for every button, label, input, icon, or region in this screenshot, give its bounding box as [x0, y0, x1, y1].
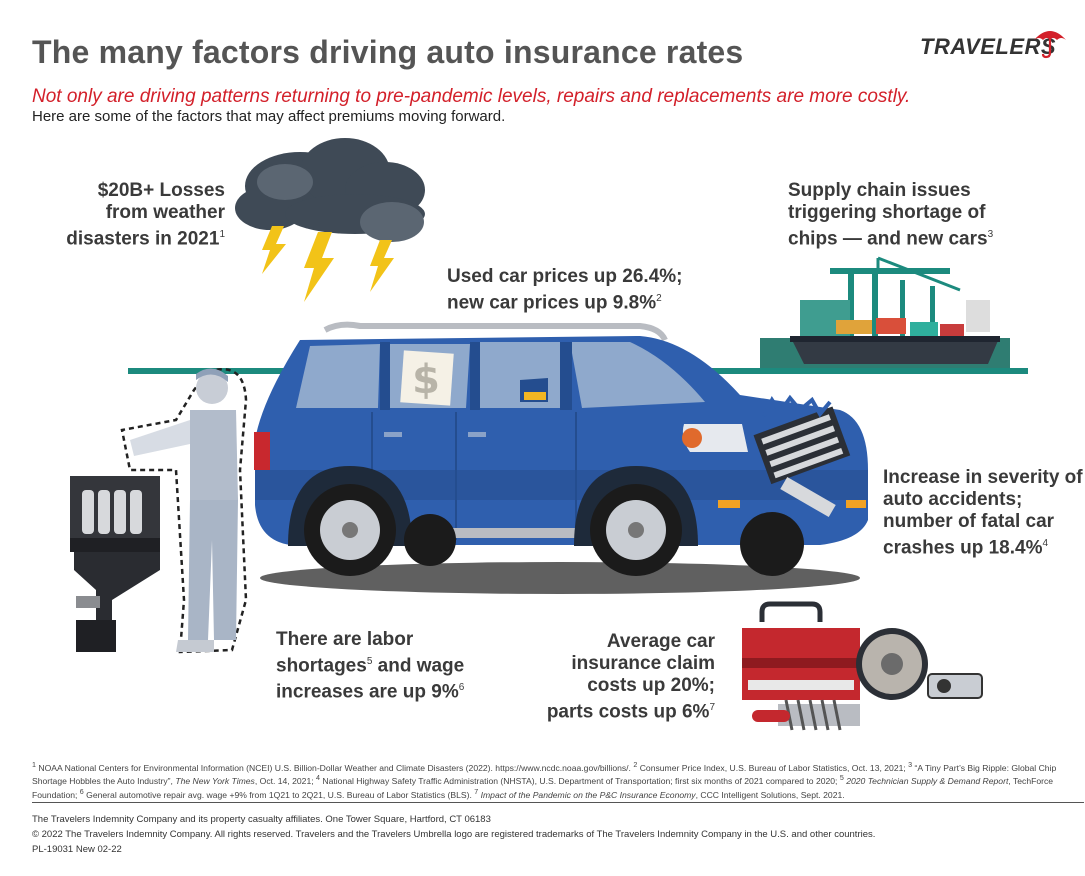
factor-car-prices: Used car prices up 26.4%; new car prices… [447, 266, 707, 314]
factor-claims-text: Average car insurance claim costs up 20%… [546, 631, 715, 723]
factor-chips-text: Supply chain issues triggering shortage … [788, 180, 988, 250]
footnote-ref-2: 2 [656, 293, 662, 304]
footnote-ref-3: 3 [987, 229, 994, 240]
factor-accident-severity: Increase in severity of auto accidents; … [883, 467, 1083, 559]
factor-weather-text: $20B+ Losses from weather disasters in 2… [66, 180, 225, 250]
footnote-text: , TechForce Foundation; [32, 776, 1054, 800]
footnote-publication: 2020 Technician Supply & Demand Report [843, 776, 1009, 787]
factor-labor-line3: increases are up 9% [276, 681, 459, 703]
price-sign: $ [412, 357, 440, 403]
footnote-text: Consumer Price Index, U.S. Bureau of Lab… [637, 762, 909, 773]
footnote-text: , CCC Intelligent Solutions, Sept. 2021. [695, 789, 845, 800]
legal-code: PL-19031 New 02-22 [32, 844, 122, 855]
factor-labor-line1: There are labor [276, 629, 414, 650]
brake-rotor-icon [856, 628, 928, 700]
factor-labor-line2b: and wage [372, 655, 465, 677]
footnote-text: , Oct. 14, 2021; [254, 776, 317, 787]
footnote-ref-4: 4 [1042, 538, 1049, 549]
footnote-marker: 3 [908, 761, 913, 769]
footnotes: 1 NOAA National Centers for Environmenta… [32, 760, 1062, 800]
toolbox-icon [742, 601, 860, 700]
factor-labor-shortage: There are labor shortages5 and wage incr… [276, 629, 496, 704]
footnote-marker: 2 [633, 761, 638, 769]
factor-weather-losses: $20B+ Losses from weather disasters in 2… [60, 180, 225, 250]
footnote-text: General automotive repair avg. wage +9% … [83, 789, 475, 800]
engine-stand-icon [70, 476, 160, 652]
legal-copyright: © 2022 The Travelers Indemnity Company. … [32, 829, 876, 840]
footnote-text: NOAA National Centers for Environmental … [35, 762, 634, 773]
factor-chip-shortage: Supply chain issues triggering shortage … [788, 180, 1038, 250]
factor-labor-line2a: shortages [276, 655, 367, 677]
footnote-marker: 5 [839, 774, 844, 783]
footnote-ref-5: 5 [366, 656, 373, 667]
footnote-marker: 1 [32, 761, 36, 769]
footer-divider [32, 802, 1084, 803]
intro-text: Here are some of the factors that may af… [32, 108, 506, 125]
page-title: The many factors driving auto insurance … [32, 34, 744, 70]
legal-address: The Travelers Indemnity Company and its … [32, 814, 491, 825]
cargo-port-icon [760, 256, 1010, 368]
footnote-publication: The New York Times [175, 776, 255, 787]
rear-wheel-icon [288, 466, 412, 576]
car-shadow [260, 562, 860, 594]
lightning-bolt-icon [262, 226, 394, 302]
subtitle: Not only are driving patterns returning … [32, 86, 911, 107]
footnote-ref-6: 6 [458, 682, 465, 694]
footnote-text: “A Tiny Part’s Big Ripple: Global Chip S… [32, 762, 1057, 787]
footnote-publication: Impact of the Pandemic on the P&C Insura… [478, 789, 696, 800]
factor-claim-costs: Average car insurance claim costs up 20%… [540, 631, 715, 723]
blue-car-icon: $ [254, 321, 868, 576]
factor-prices-text: Used car prices up 26.4%; new car prices… [447, 266, 683, 314]
umbrella-logo-icon [1034, 31, 1066, 59]
coil-spring-icon [778, 699, 860, 731]
footnote-text: National Highway Safety Traffic Administ… [320, 776, 840, 787]
legal-footer: The Travelers Indemnity Company and its … [32, 812, 875, 857]
travelers-logo: TRAVELERS [920, 34, 1057, 59]
footnote-ref-1: 1 [219, 229, 225, 240]
footnote-marker: 6 [79, 787, 84, 796]
footnote-marker: 7 [474, 787, 479, 796]
wrench-icon [752, 710, 790, 722]
mechanic-figure-icon [120, 367, 248, 654]
piston-icon [927, 673, 983, 699]
footnote-ref-7: 7 [709, 702, 715, 713]
footnote-marker: 4 [316, 774, 320, 783]
factor-severity-text: Increase in severity of auto accidents; … [883, 467, 1083, 559]
storm-cloud-icon [235, 138, 425, 242]
front-wheel-icon [574, 466, 698, 576]
